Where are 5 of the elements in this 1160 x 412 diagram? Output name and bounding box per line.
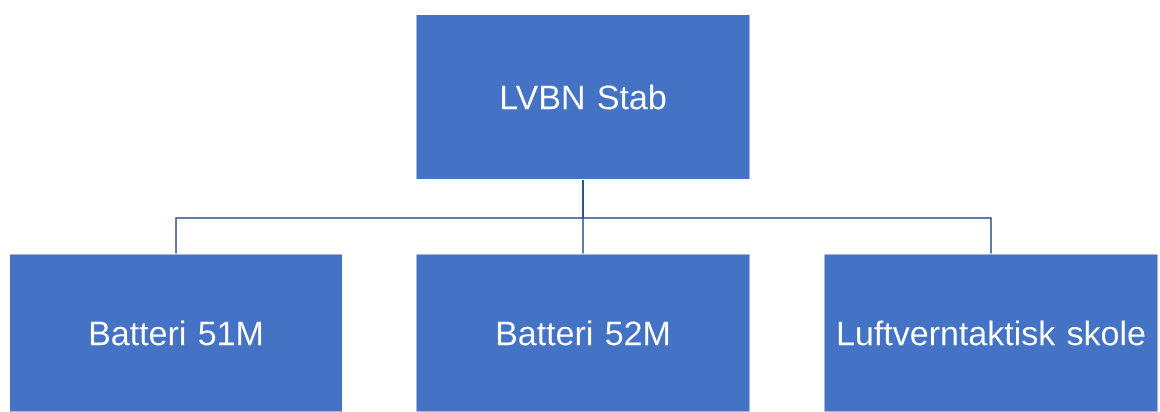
org-box: Batteri 52M [415, 253, 751, 412]
org-box: Batteri 51M [9, 253, 343, 412]
org-box: LVBN Stab [415, 14, 751, 180]
connector-line [582, 179, 992, 255]
org-box: Luftverntaktisk skole [823, 253, 1159, 412]
